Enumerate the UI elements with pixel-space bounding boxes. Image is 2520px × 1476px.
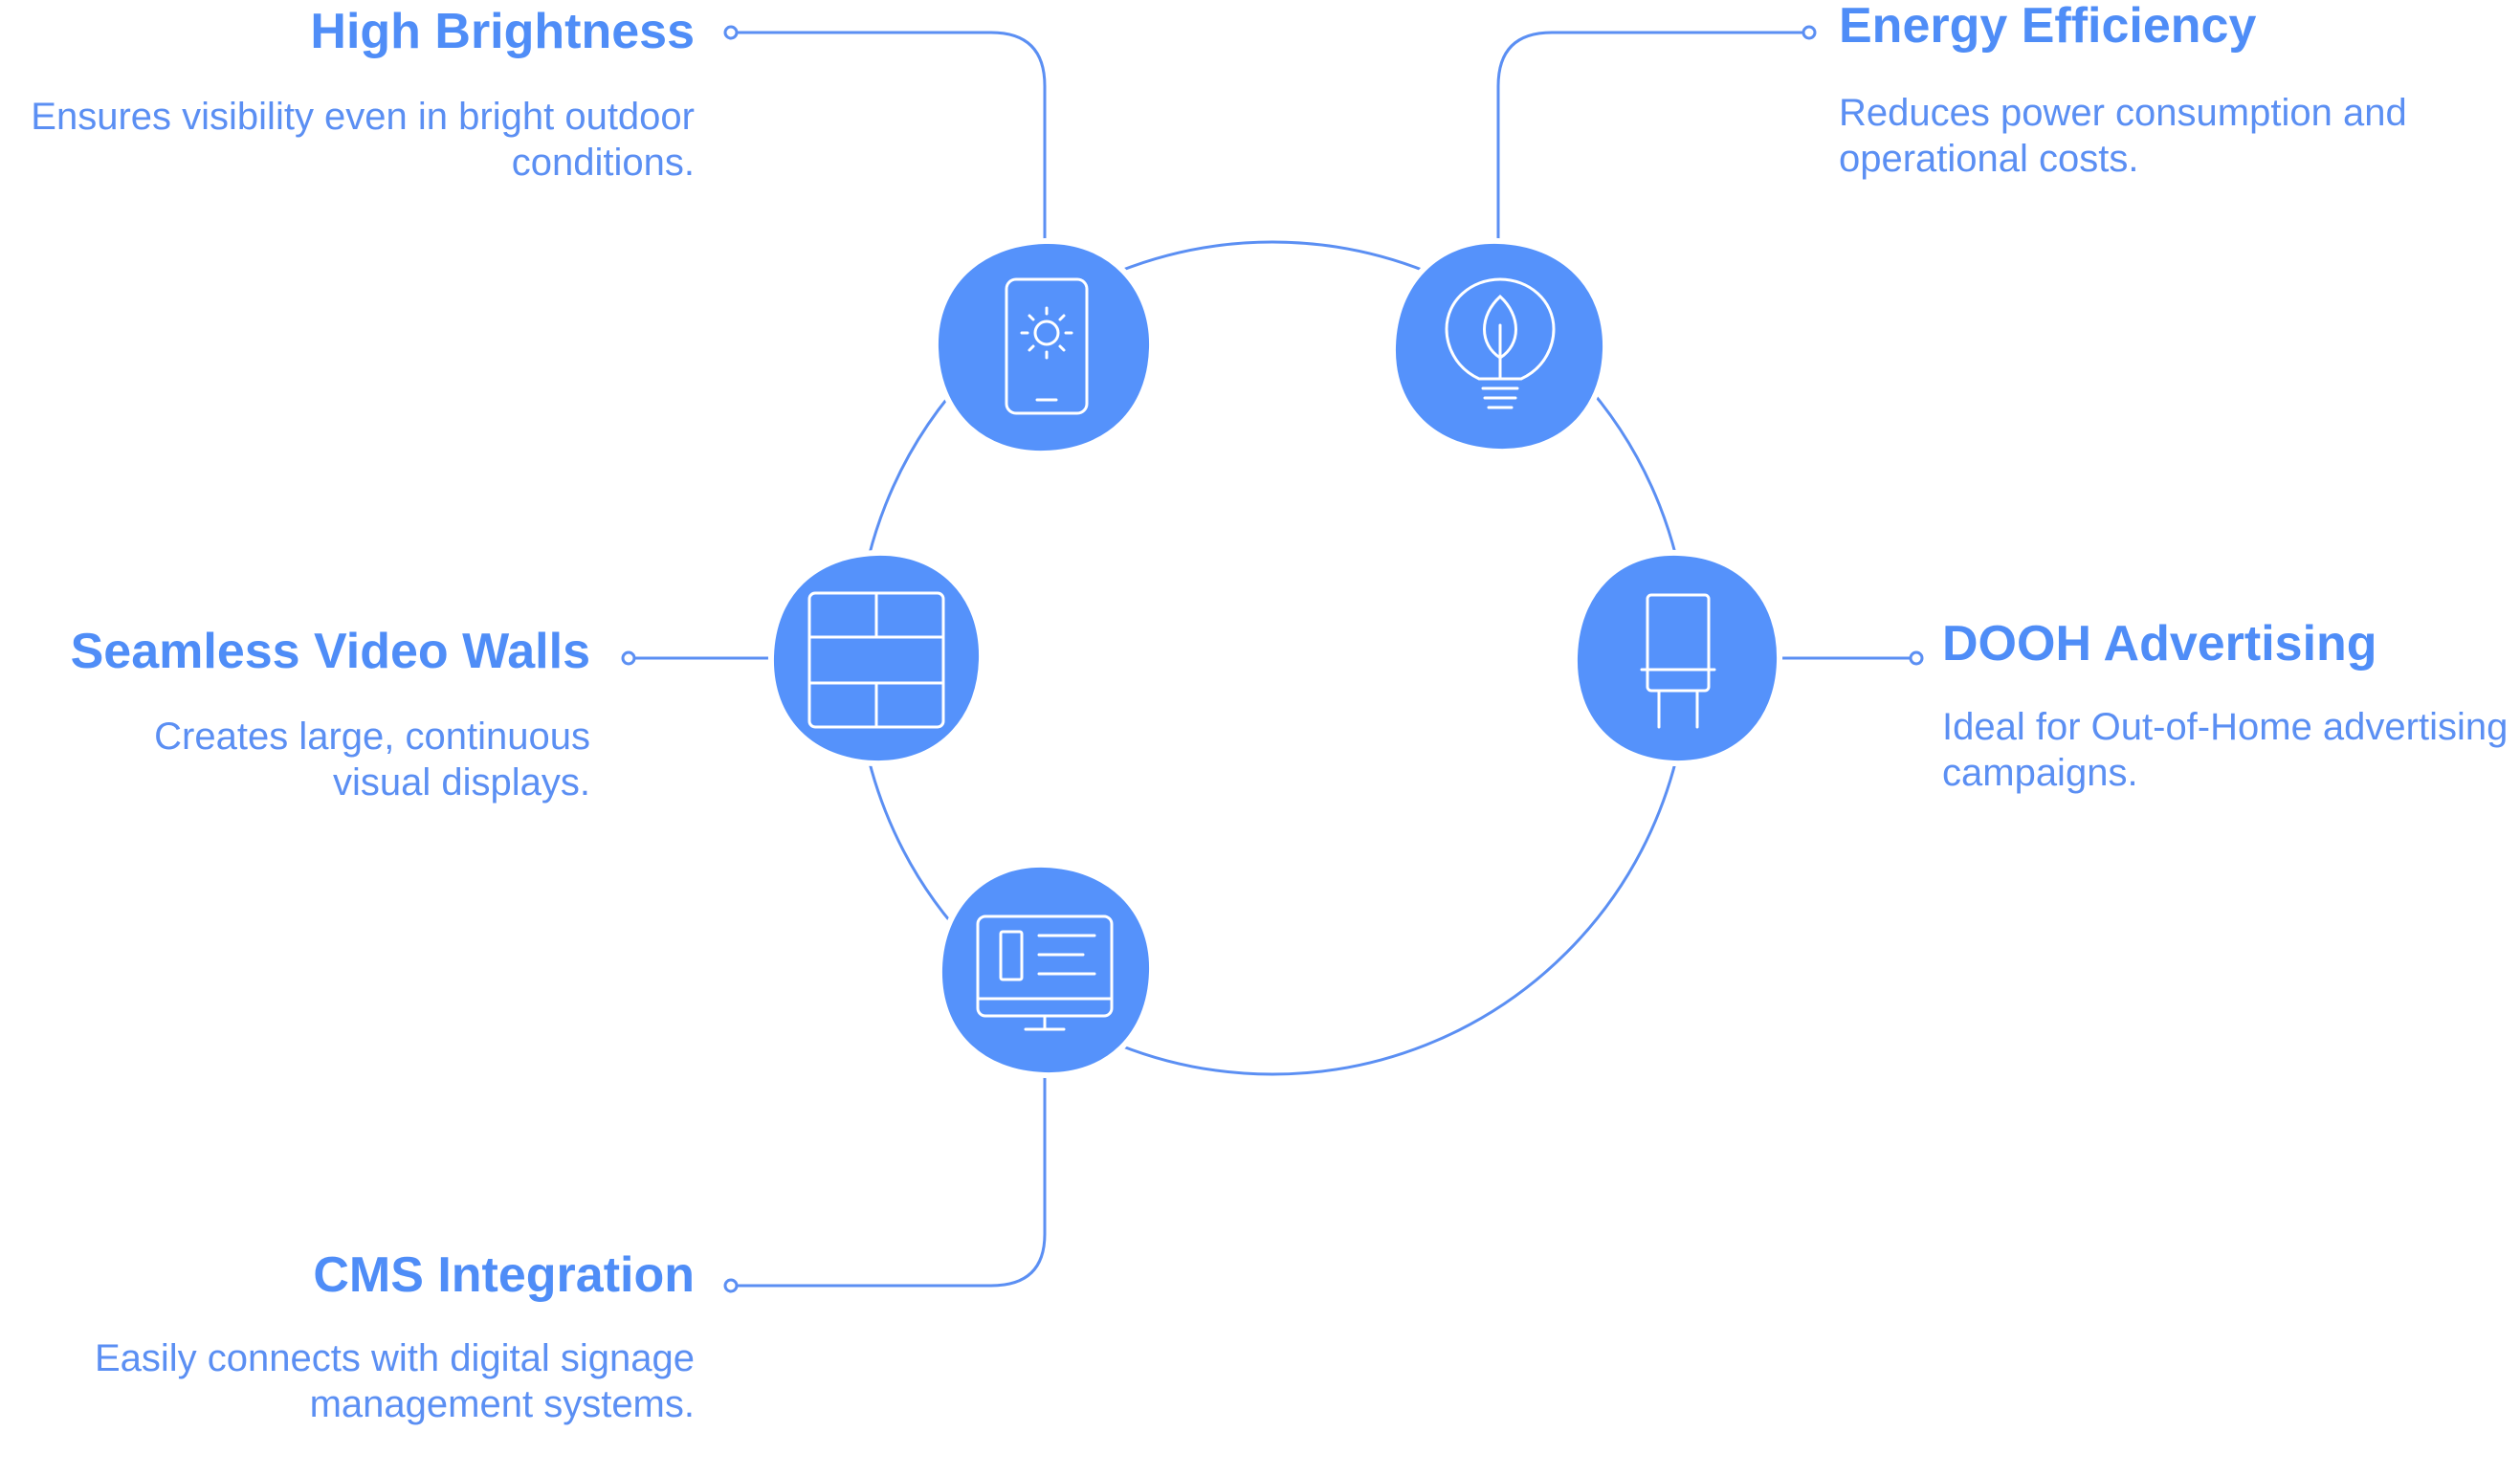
feature-title-high-brightness: High Brightness bbox=[310, 4, 695, 59]
node-cms bbox=[936, 861, 1156, 1079]
connector-energy-efficiency bbox=[1496, 31, 1805, 247]
node-high-brightness bbox=[932, 237, 1156, 457]
feature-video-walls: Seamless Video Walls Creates large, cont… bbox=[55, 620, 590, 805]
feature-cms: CMS Integration Easily connects with dig… bbox=[0, 1244, 695, 1427]
feature-description-cms: Easily connects with digital signage man… bbox=[94, 1337, 695, 1425]
lightbulb-leaf-icon bbox=[1445, 277, 1556, 409]
node-blob-dooh bbox=[1571, 549, 1783, 767]
feature-title-cms: CMS Integration bbox=[313, 1247, 695, 1303]
node-blob-video-walls bbox=[767, 549, 985, 767]
feature-title-energy-efficiency: Energy Efficiency bbox=[1839, 0, 2257, 54]
feature-energy-efficiency: Energy Efficiency Reduces power consumpt… bbox=[1839, 0, 2432, 182]
feature-description-video-walls: Creates large, continuous visual display… bbox=[154, 716, 590, 804]
node-video-walls bbox=[767, 549, 985, 767]
feature-high-brightness: High Brightness Ensures visibility even … bbox=[0, 0, 695, 186]
feature-title-dooh: DOOH Advertising bbox=[1942, 616, 2377, 672]
node-blob-high-brightness bbox=[932, 237, 1156, 457]
billboard-stand-icon bbox=[1640, 593, 1716, 729]
feature-description-dooh: Ideal for Out-of-Home advertising campai… bbox=[1942, 706, 2509, 794]
feature-title-video-walls: Seamless Video Walls bbox=[70, 624, 590, 679]
connector-end-energy-efficiency bbox=[1802, 25, 1817, 40]
feature-description-high-brightness: Ensures visibility even in bright outdoo… bbox=[31, 96, 695, 184]
node-dooh bbox=[1571, 549, 1783, 767]
monitor-content-icon bbox=[976, 914, 1114, 1031]
connector-cms bbox=[735, 1073, 1047, 1288]
connector-end-video-walls bbox=[621, 650, 636, 666]
node-blob-cms bbox=[936, 861, 1156, 1079]
video-wall-grid-icon bbox=[807, 591, 945, 729]
smartphone-sun-icon bbox=[1005, 277, 1089, 415]
feature-dooh: DOOH Advertising Ideal for Out-of-Home a… bbox=[1942, 612, 2516, 796]
connector-end-dooh bbox=[1909, 650, 1924, 666]
connector-end-high-brightness bbox=[723, 25, 739, 40]
node-energy-efficiency bbox=[1389, 237, 1609, 455]
connector-high-brightness bbox=[735, 31, 1047, 247]
feature-description-energy-efficiency: Reduces power consumption and operationa… bbox=[1839, 92, 2407, 180]
connector-end-cms bbox=[723, 1278, 739, 1293]
